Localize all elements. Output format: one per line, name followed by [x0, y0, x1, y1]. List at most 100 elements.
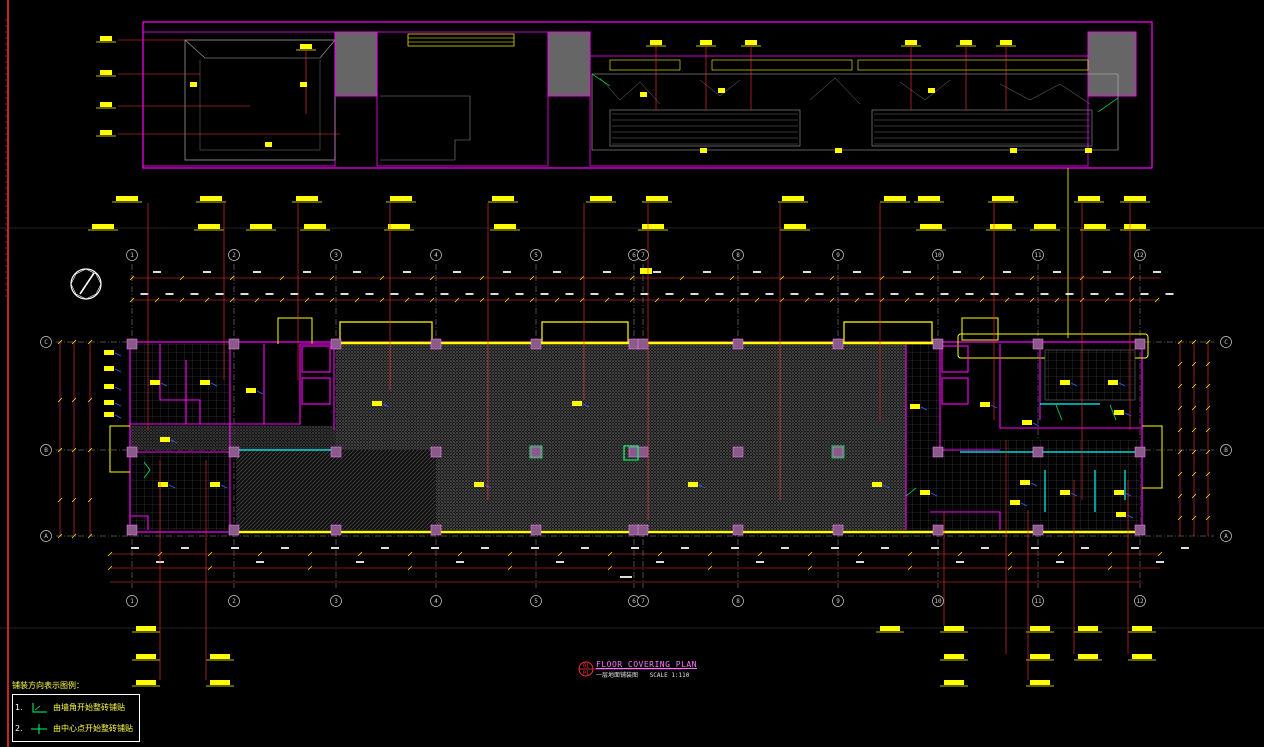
svg-text:B: B [44, 447, 48, 454]
axis-bubble-icon: B [40, 444, 52, 456]
svg-text:7: 7 [641, 252, 645, 259]
annotation-tag [1074, 626, 1102, 633]
annotation-tag [646, 40, 666, 47]
column [1032, 446, 1044, 458]
svg-text:5: 5 [534, 252, 538, 259]
legend-item-text: 由中心点开始整砖铺贴 [53, 724, 133, 733]
svg-text:B: B [1224, 447, 1228, 454]
column [1134, 338, 1146, 350]
annotation-tag [490, 224, 520, 231]
axis-bubble-icon: 9 [832, 249, 844, 261]
annotation-tag [940, 626, 968, 633]
svg-text:01: 01 [583, 664, 589, 670]
annotation-tag [88, 224, 118, 231]
svg-text:1: 1 [130, 598, 134, 605]
legend-heading: 铺装方向表示图例： [12, 681, 84, 690]
annotation-tag [696, 40, 716, 47]
annotation-tag [916, 224, 946, 231]
annotation-tag [1128, 626, 1156, 633]
annotation-tag [1026, 626, 1054, 633]
axis-bubble-icon: 3 [330, 249, 342, 261]
drawing-title: FLOOR COVERING PLAN [596, 660, 698, 669]
column [430, 446, 442, 458]
column [330, 338, 342, 350]
annotation-tag [96, 36, 116, 43]
axis-bubble-icon: C [40, 336, 52, 348]
axis-bubble-icon: 4 [430, 595, 442, 607]
north-arrow-icon [70, 268, 102, 300]
column [430, 338, 442, 350]
column [530, 524, 542, 536]
axis-bubble-icon: 11 [1032, 595, 1044, 607]
column [126, 524, 138, 536]
column [126, 446, 138, 458]
svg-text:4: 4 [434, 252, 438, 259]
column [430, 524, 442, 536]
annotation-tag [880, 196, 910, 203]
annotation-tag [112, 196, 142, 203]
column [628, 524, 640, 536]
column [628, 338, 640, 350]
axis-bubble-icon: A [1220, 530, 1232, 542]
annotation-tag [914, 196, 944, 203]
column [637, 446, 649, 458]
svg-text:12: 12 [1136, 598, 1144, 605]
axis-bubble-icon: 8 [732, 595, 744, 607]
column [228, 338, 240, 350]
annotation-tag [292, 196, 322, 203]
column [228, 446, 240, 458]
axis-bubble-icon: 7 [637, 249, 649, 261]
annotation-tag [1128, 654, 1156, 661]
column [530, 338, 542, 350]
annotation-tag [96, 102, 116, 109]
svg-text:P1: P1 [583, 671, 589, 677]
annotation-tag [638, 224, 668, 231]
annotation-tag [132, 626, 160, 633]
axis-bubble-icon: C [1220, 336, 1232, 348]
annotation-tag [940, 680, 968, 687]
annotation-tag [196, 196, 226, 203]
annotation-tag [384, 224, 414, 231]
annotation-tag [1030, 224, 1060, 231]
axis-bubble-icon: 7 [637, 595, 649, 607]
annotation-tag [1080, 224, 1110, 231]
annotation-tag [300, 224, 330, 231]
legend-item-text: 由墙角开始整砖铺贴 [53, 703, 125, 712]
column [637, 338, 649, 350]
axis-bubble-icon: 4 [430, 249, 442, 261]
column [330, 446, 342, 458]
column [330, 524, 342, 536]
corner-start-icon [32, 702, 47, 712]
annotation-tag [488, 196, 518, 203]
drawing-title-cn: 一层地面铺装图 [596, 672, 639, 679]
legend-item-number: 1. [15, 703, 23, 712]
svg-text:8: 8 [736, 252, 740, 259]
svg-text:3: 3 [334, 598, 338, 605]
annotation-tag [1074, 196, 1104, 203]
axis-bubble-icon: 10 [932, 249, 944, 261]
annotation-tag [778, 196, 808, 203]
svg-text:3: 3 [334, 252, 338, 259]
annotation-tag [296, 44, 316, 51]
annotation-tag [586, 196, 616, 203]
svg-text:A: A [1224, 533, 1228, 540]
annotation-tag [194, 224, 224, 231]
legend-item-number: 2. [15, 724, 23, 733]
annotation-tag [206, 654, 234, 661]
legend-box: 1. 由墙角开始整砖铺贴 2. 由中心点开始整砖铺贴 [12, 694, 140, 742]
annotation-tag [988, 196, 1018, 203]
svg-text:9: 9 [836, 598, 840, 605]
center-start-icon [31, 723, 47, 734]
annotation-tag [1026, 680, 1054, 687]
annotation-tag [246, 224, 276, 231]
axis-bubble-icon: 2 [228, 595, 240, 607]
svg-text:1: 1 [130, 252, 134, 259]
axis-bubble-icon: 12 [1134, 595, 1146, 607]
axis-bubble-icon: 11 [1032, 249, 1044, 261]
svg-text:10: 10 [934, 598, 942, 605]
svg-text:7: 7 [641, 598, 645, 605]
axis-bubble-icon: 12 [1134, 249, 1146, 261]
svg-text:5: 5 [534, 598, 538, 605]
annotation-tag [132, 654, 160, 661]
